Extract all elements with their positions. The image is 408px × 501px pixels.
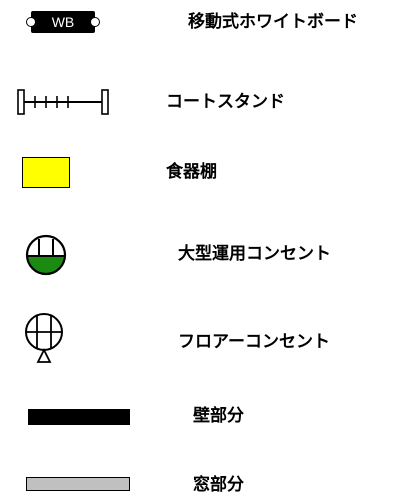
legend-label-floor-outlet: フロアーコンセント bbox=[178, 332, 330, 352]
legend-label-window: 窓部分 bbox=[193, 475, 244, 495]
wall-segment-icon bbox=[28, 409, 130, 425]
coat-stand-icon bbox=[17, 89, 109, 115]
legend-label-dish-shelf: 食器棚 bbox=[166, 162, 217, 182]
whiteboard-symbol-text: WB bbox=[31, 11, 95, 33]
legend-label-whiteboard: 移動式ホワイトボード bbox=[188, 12, 358, 32]
whiteboard-icon: WB bbox=[22, 11, 104, 33]
large-outlet-icon bbox=[25, 234, 67, 276]
dish-shelf-icon bbox=[22, 157, 70, 188]
legend-label-wall: 壁部分 bbox=[193, 406, 244, 426]
legend-label-coat-stand: コートスタンド bbox=[166, 92, 285, 112]
floor-outlet-icon bbox=[25, 313, 63, 363]
legend-label-large-outlet: 大型運用コンセント bbox=[178, 244, 331, 264]
window-segment-icon bbox=[26, 477, 130, 491]
whiteboard-wheel-left bbox=[26, 17, 36, 27]
whiteboard-wheel-right bbox=[90, 17, 100, 27]
